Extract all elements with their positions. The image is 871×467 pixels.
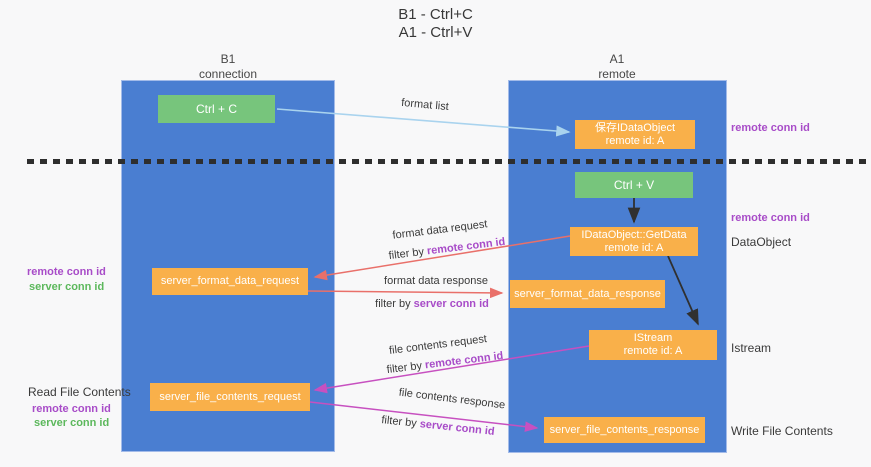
server-file-contents-response-box: server_file_contents_response: [544, 417, 705, 443]
dashed-separator: [27, 159, 871, 164]
lifeline-b1-name: B1: [220, 52, 236, 66]
ctrl-v-label: Ctrl + V: [613, 178, 655, 192]
arrow-file-contents-request: [313, 345, 590, 394]
server-file-contents-request-label: server_file_contents_request: [159, 390, 301, 403]
getdata-line2: remote id: A: [604, 241, 664, 254]
arrow-file-contents-response: [309, 401, 539, 432]
arrow-format-data-request: [313, 235, 571, 281]
save-dataobject-line2: remote id: A: [605, 134, 665, 147]
server-format-data-response-label: server_format_data_response: [514, 287, 661, 300]
arrow-format-data-response: [307, 287, 504, 299]
server-conn-id-text: server conn id: [413, 298, 489, 310]
filter-by-text: filter by: [375, 298, 414, 310]
title-line-1: B1 - Ctrl+C: [398, 6, 473, 23]
format-data-response-filter-label: filter by server conn id: [375, 298, 489, 310]
left-mid-server-conn-id: server conn id: [29, 281, 105, 293]
left-bottom-remote-conn-id: remote conn id: [32, 403, 111, 415]
format-data-response-label: format data response: [384, 275, 488, 287]
dataobject-annotation: DataObject: [731, 235, 792, 249]
write-file-contents-annotation: Write File Contents: [731, 424, 833, 438]
ctrl-v-box: Ctrl + V: [575, 172, 693, 198]
istream-line1: IStream: [633, 332, 673, 344]
istream-box: IStream remote id: A: [589, 330, 717, 360]
title-line-2: A1 - Ctrl+V: [398, 24, 473, 41]
left-bottom-server-conn-id: server conn id: [34, 417, 110, 429]
save-dataobject-line1: 保存IDataObject: [594, 121, 676, 134]
ctrl-c-box: Ctrl + C: [158, 95, 275, 123]
lifeline-header-b1: B1 connection: [168, 52, 288, 82]
page-title: B1 - Ctrl+C A1 - Ctrl+V: [0, 6, 871, 42]
lifeline-a1-role: remote: [598, 67, 636, 81]
lifeline-b1-role: connection: [198, 67, 258, 81]
read-file-contents-annotation: Read File Contents: [28, 385, 131, 399]
ctrl-c-label: Ctrl + C: [195, 102, 237, 116]
server-format-data-request-box: server_format_data_request: [152, 268, 308, 295]
server-file-contents-response-label: server_file_contents_response: [549, 423, 700, 436]
lifeline-header-a1: A1 remote: [557, 52, 677, 82]
arrow-format-list: [276, 108, 571, 137]
remote-conn-id-annotation-top: remote conn id: [731, 122, 810, 134]
arrow-getdata-to-istream: [667, 255, 699, 326]
server-format-data-response-box: server_format_data_response: [510, 280, 665, 308]
lifeline-a1-name: A1: [609, 52, 625, 66]
remote-conn-id-annotation-mid: remote conn id: [731, 212, 810, 224]
istream-annotation: Istream: [731, 341, 772, 355]
save-dataobject-box: 保存IDataObject remote id: A: [575, 120, 695, 149]
left-mid-remote-conn-id: remote conn id: [27, 266, 106, 278]
getdata-line1: IDataObject::GetData: [581, 228, 687, 241]
server-format-data-request-label: server_format_data_request: [160, 275, 300, 287]
getdata-box: IDataObject::GetData remote id: A: [570, 227, 698, 256]
istream-line2: remote id: A: [623, 345, 683, 357]
server-file-contents-request-box: server_file_contents_request: [150, 383, 310, 411]
